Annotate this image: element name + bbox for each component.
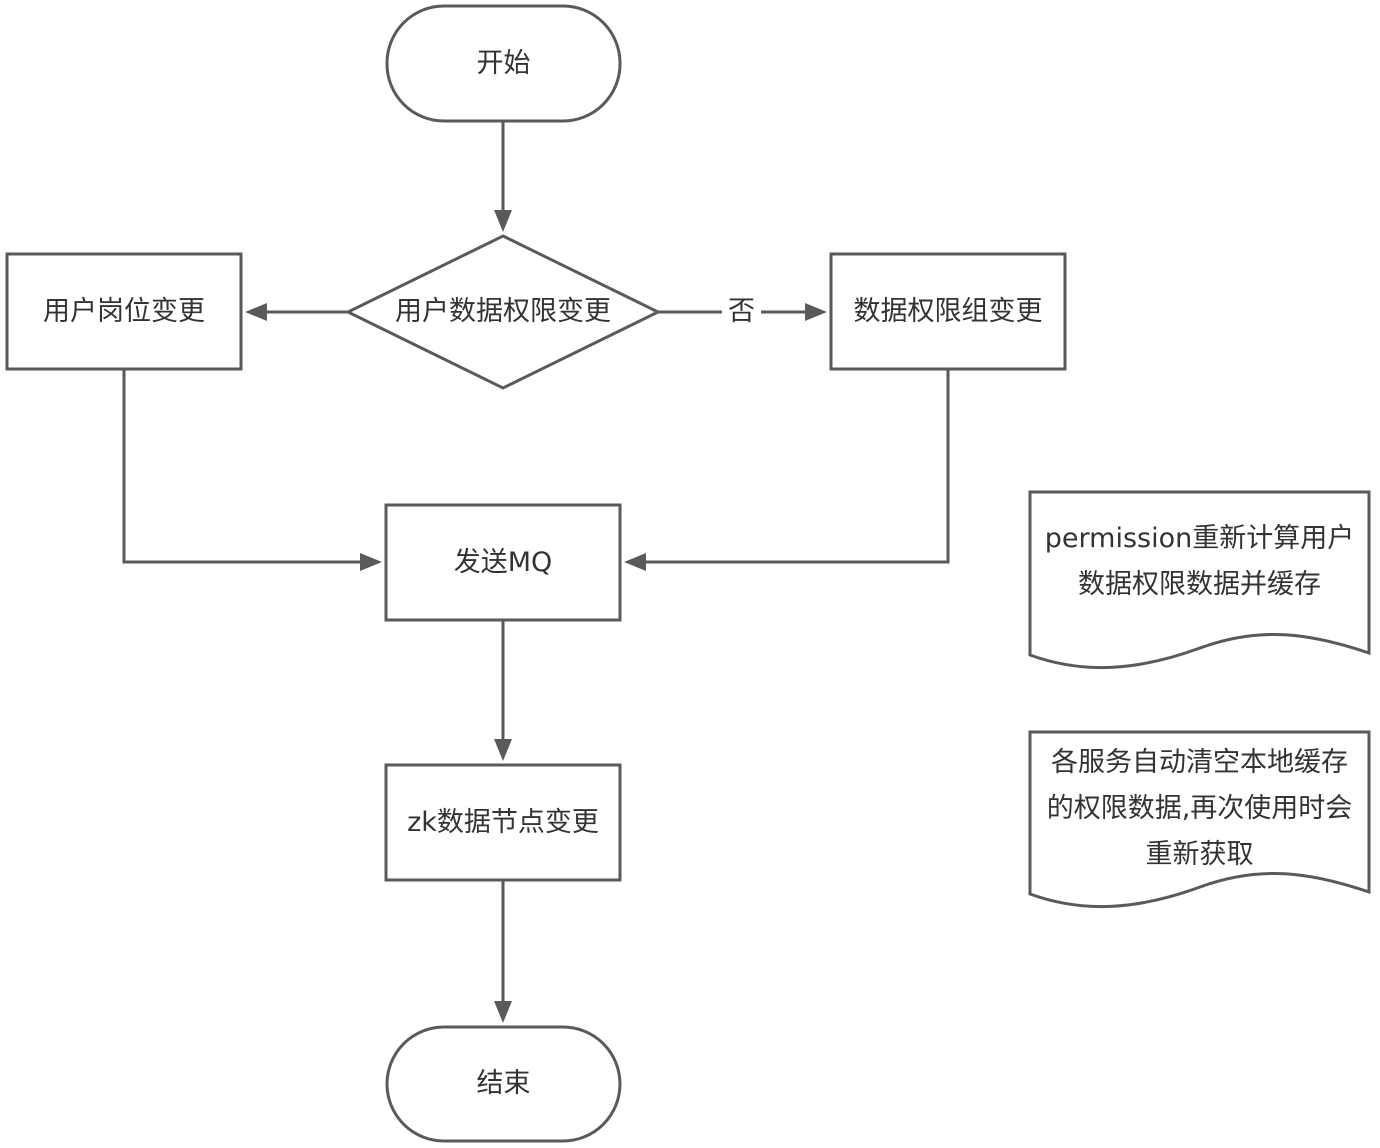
recalc-note-shape (1028, 490, 1371, 670)
clear-cache-note-label: 各服务自动清空本地缓存 的权限数据,再次使用时会 重新获取 (1046, 747, 1353, 870)
group-change-label: 数据权限组变更 (853, 295, 1043, 327)
decision-diamond (344, 234, 662, 390)
arrowhead-icon (360, 553, 382, 571)
decision-label: 用户数据权限变更 (395, 296, 611, 327)
recalc-note-label: permission重新计算用户 数据权限数据并缓存 (1044, 523, 1355, 600)
end-terminal (385, 1025, 622, 1143)
zk-change-label: zk数据节点变更 (407, 806, 599, 838)
edge-label-no: 否 (722, 295, 761, 329)
arrowhead-icon (805, 303, 827, 321)
send-mq-label: 发送MQ (453, 546, 553, 578)
start-label: 开始 (476, 47, 531, 79)
arrowhead-icon (494, 210, 512, 232)
edge-position-to-mq (122, 369, 364, 564)
arrowhead-icon (494, 1001, 512, 1023)
arrowhead-icon (624, 553, 646, 571)
clear-cache-note-shape (1028, 730, 1371, 909)
send-mq-box (384, 503, 622, 622)
position-change-label: 用户岗位变更 (43, 295, 205, 327)
arrowhead-icon (245, 303, 267, 321)
edge-group-to-mq (642, 369, 950, 564)
arrowhead-icon (494, 739, 512, 761)
position-change-box (5, 252, 243, 371)
end-label: 结束 (476, 1068, 531, 1099)
group-change-box (829, 252, 1067, 371)
